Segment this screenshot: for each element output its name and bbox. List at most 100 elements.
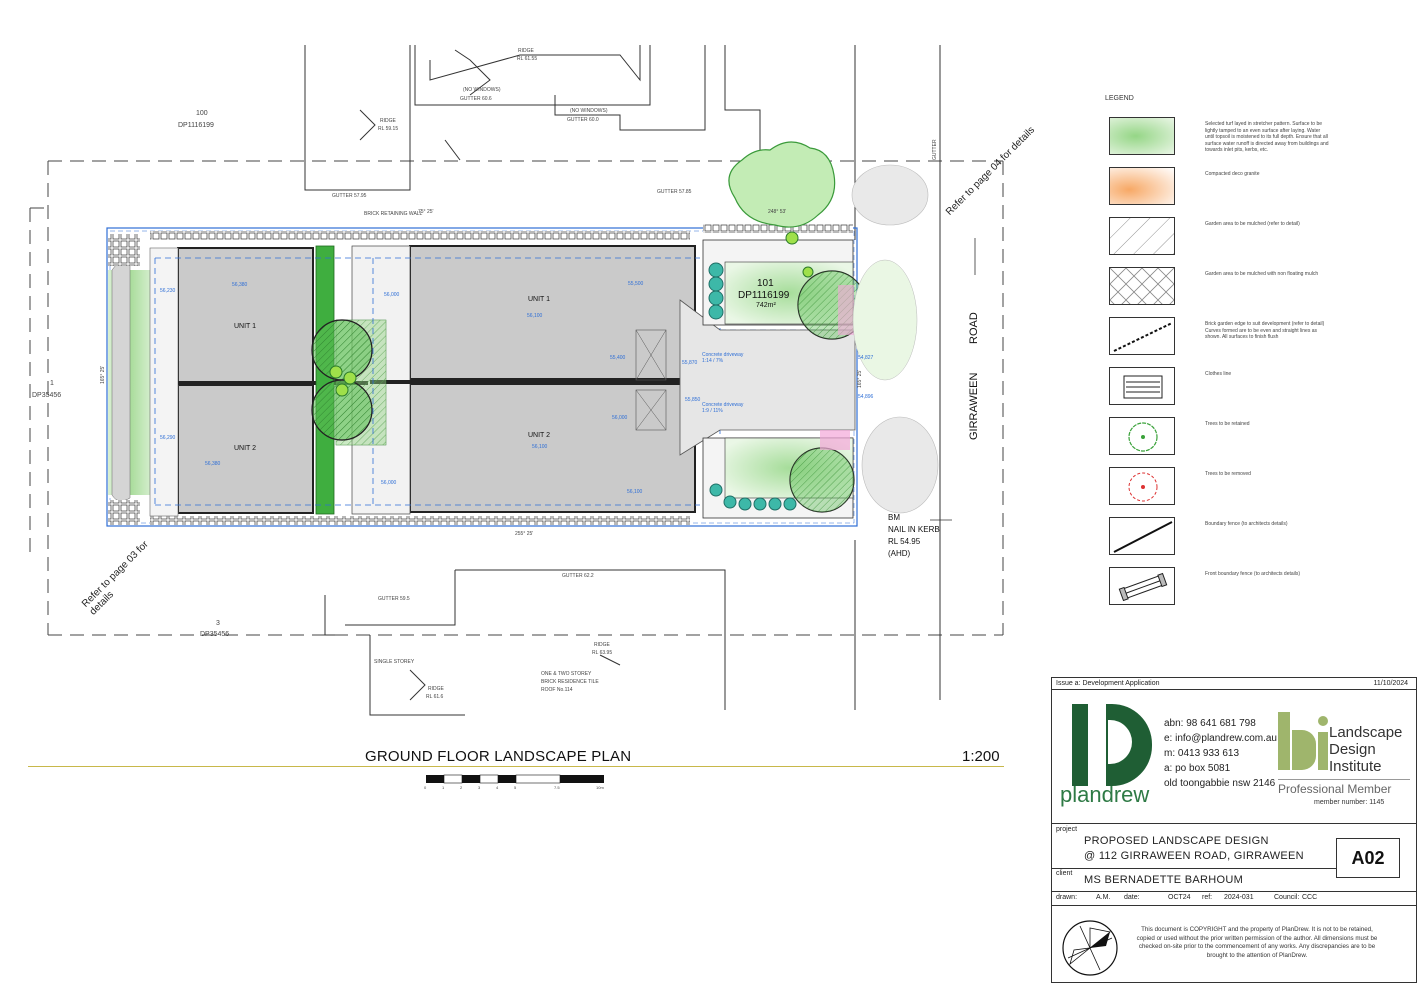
scale-bar-label: 4 — [496, 785, 499, 790]
bearing-top: 75° 25' — [418, 209, 434, 215]
ridge-bottom2: RIDGE — [428, 686, 444, 692]
dim-rear: 165° 25' — [100, 365, 106, 384]
ref-label: ref: — [1202, 894, 1213, 901]
legend-text: Clothes line — [1205, 371, 1232, 377]
ridge-left: RIDGE — [380, 118, 396, 124]
edge-swatch — [1109, 317, 1175, 355]
legend-item: Compacted deco granite — [1105, 167, 1415, 209]
drawn-label: drawn: — [1056, 894, 1078, 901]
client-label: client — [1056, 870, 1073, 877]
rl-value: 56,100 — [527, 313, 543, 319]
no-windows: (NO WINDOWS) — [570, 108, 608, 114]
gutter-label: GUTTER 57.85 — [657, 189, 692, 195]
crosshatch-swatch — [1109, 267, 1175, 305]
council-label: Council: — [1274, 894, 1300, 901]
date-label: date: — [1124, 894, 1140, 901]
rl-value: 56,380 — [205, 461, 221, 467]
drawn-value: A.M. — [1096, 894, 1111, 901]
contact-address: old toongabbie nsw 2146 — [1164, 778, 1276, 789]
project-line1: PROPOSED LANDSCAPE DESIGN — [1084, 835, 1269, 847]
council-value: CCC — [1302, 894, 1318, 901]
driveway-note-1: Concrete driveway 1:14 / 7% — [702, 352, 744, 364]
rear-turf — [108, 234, 153, 525]
north-arrow-icon — [1060, 918, 1120, 978]
ldi-number: member number: 1145 — [1314, 799, 1385, 806]
title-block: Issue a: Development Application 11/10/2… — [1051, 677, 1417, 983]
unit1-front-label: UNIT 1 — [528, 296, 551, 303]
legend-text: Compacted deco granite — [1205, 171, 1260, 177]
scale-bar-label: 3 — [478, 785, 481, 790]
legend-text: Garden area to be mulched with non float… — [1205, 271, 1319, 277]
rl-value: 56,100 — [627, 489, 643, 495]
tree-retained-swatch — [1109, 417, 1175, 455]
legend-item: Garden area to be mulched with non float… — [1105, 267, 1415, 309]
legend-item: Clothes line — [1105, 367, 1415, 409]
hatch-swatch — [1109, 217, 1175, 255]
neighbour-top-dp: DP1116199 — [178, 122, 214, 129]
road-lines — [930, 238, 976, 521]
legend-text: Garden area to be mulched (refer to deta… — [1205, 221, 1300, 227]
legend-text: Brick garden edge to suit development (r… — [1205, 321, 1325, 340]
drawing-scale: 1:200 — [962, 748, 1000, 765]
legend-text: Selected turf layed in stretcher pattern… — [1205, 121, 1329, 153]
driveway-note-2: Concrete driveway 1:9 / 11% — [702, 402, 744, 414]
scale-bar-label: 10m — [596, 785, 604, 790]
issue-row: Issue a: Development Application 11/10/2… — [1052, 678, 1416, 690]
bearing-bottom: 255° 25' — [515, 531, 534, 537]
front-gardens — [702, 231, 867, 519]
title-underline — [28, 766, 1004, 767]
ldi-member: Professional Member — [1278, 782, 1392, 796]
issue-date: 11/10/2024 — [1373, 680, 1408, 687]
legend-item: Boundary fence (to architects details) — [1105, 517, 1415, 559]
street-type-label: ROAD — [968, 312, 980, 344]
ldi-line3: Institute — [1329, 758, 1382, 775]
gutter-label: GUTTER 62.2 — [562, 573, 594, 579]
rl-value: 55,870 — [682, 360, 698, 366]
retaining-wall-label: BRICK RETAINING WALL — [364, 211, 423, 217]
residence-note: ONE & TWO STOREY BRICK RESIDENCE TILE RO… — [541, 671, 599, 693]
rl-value: 56,000 — [612, 415, 628, 421]
client-name: MS BERNADETTE BARHOUM — [1084, 874, 1244, 886]
level-right: 54,827 — [858, 355, 874, 361]
fence-swatch — [1109, 517, 1175, 555]
rl-value: 55,400 — [610, 355, 626, 361]
scale-bar-label: 2 — [460, 785, 463, 790]
unit2-rear-label: UNIT 2 — [234, 445, 257, 452]
turf-swatch — [1109, 117, 1175, 155]
rl-value: 55,500 — [628, 281, 644, 287]
legend-text: Front boundary fence (to architects deta… — [1205, 571, 1301, 577]
legend-item: Front boundary fence (to architects deta… — [1105, 567, 1415, 609]
date-value: OCT24 — [1168, 894, 1191, 901]
granite-swatch — [1109, 167, 1175, 205]
gutter-label: GUTTER 60.6 — [460, 96, 492, 102]
lot-dp: DP1116199 — [738, 290, 790, 301]
fence-posts — [150, 224, 853, 525]
legend-item: Trees to be removed — [1105, 467, 1415, 509]
driveway — [635, 299, 856, 456]
contact-abn: abn: 98 641 681 798 — [1164, 718, 1256, 729]
legend-item: Trees to be retained — [1105, 417, 1415, 459]
ridge-left-rl: RL 59.15 — [378, 126, 399, 132]
rl-value: 56,000 — [381, 480, 397, 486]
street-tree — [728, 141, 939, 514]
contact-email: e: info@plandrew.com.au — [1164, 733, 1277, 744]
legend-text: Boundary fence (to architects details) — [1205, 521, 1288, 527]
ridge-bottom-rl: RL 63.95 — [592, 650, 613, 656]
legend-text: Trees to be removed — [1205, 471, 1251, 477]
legend-item: Garden area to be mulched (refer to deta… — [1105, 217, 1415, 259]
bearing-front: 248° 53' — [768, 209, 787, 215]
project-label: project — [1056, 826, 1078, 833]
neighbour-top-lot: 100 — [196, 110, 208, 117]
unit1-rear-label: UNIT 1 — [234, 323, 257, 330]
unit2-front-label: UNIT 2 — [528, 432, 551, 439]
ldi-line1: Landscape — [1329, 724, 1403, 741]
benchmark-label: (AHD) — [888, 549, 911, 558]
benchmark-label: NAIL IN KERB — [888, 525, 940, 534]
rl-value: 56,290 — [160, 435, 176, 441]
plandrew-logo: plandrew — [1058, 700, 1162, 810]
gutter-label: GUTTER 60.0 — [567, 117, 599, 123]
legend-item: Brick garden edge to suit development (r… — [1105, 317, 1415, 359]
scale-bar-label: 7.5 — [554, 785, 560, 790]
sheet-number: A02 — [1336, 838, 1400, 878]
legend-title: LEGEND — [1105, 95, 1134, 102]
